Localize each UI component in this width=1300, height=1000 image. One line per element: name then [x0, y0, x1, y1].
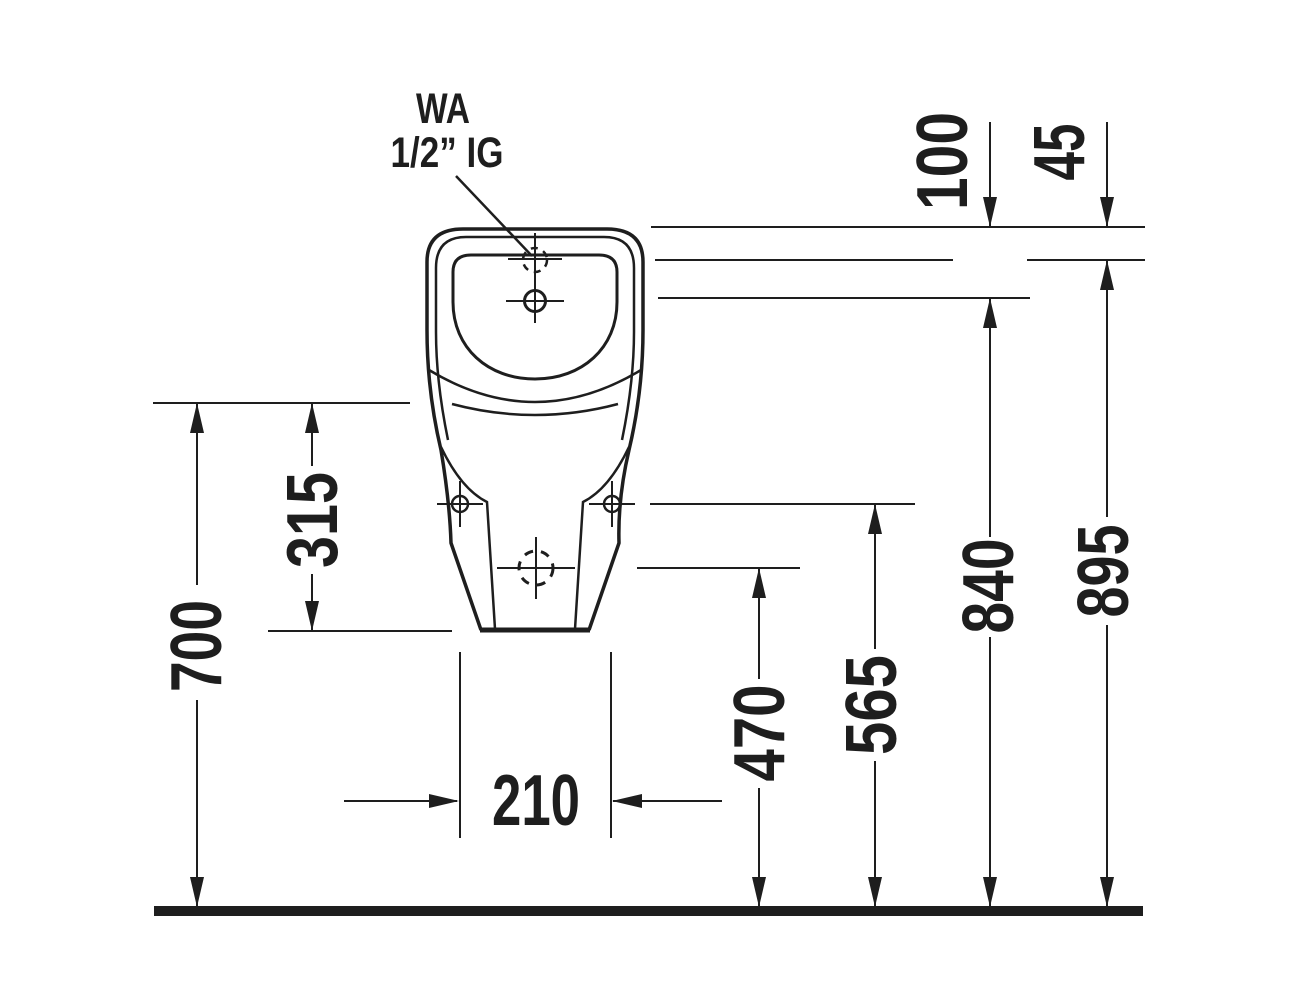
arrow-right	[429, 794, 459, 808]
bowl-front-edge-upper	[428, 368, 642, 404]
arrow-down	[305, 601, 319, 631]
lower-body-contour-left	[439, 446, 497, 630]
dim-label-895: 895	[1064, 525, 1144, 618]
urinal-outer-outline	[425, 227, 645, 631]
arrow-down	[1100, 197, 1114, 227]
connection-label-line1: WA	[416, 85, 470, 133]
labels: WA 1/2” IG 100 45 315 700 470 565 840 89…	[157, 85, 1144, 841]
water-connection-symbol	[508, 233, 562, 288]
wa-dashed-circle	[521, 246, 549, 274]
arrow-down	[1100, 877, 1114, 907]
lower-body-contour-right	[573, 446, 631, 630]
arrow-up	[752, 568, 766, 598]
urinal-body	[425, 227, 645, 633]
dim-label-700: 700	[157, 600, 237, 692]
bowl-front-edge-lower	[451, 402, 619, 417]
dim-label-100: 100	[903, 112, 983, 210]
arrow-left	[612, 794, 642, 808]
dim-label-840: 840	[949, 539, 1029, 634]
dim-line-100	[983, 122, 997, 227]
arrow-down	[868, 877, 882, 907]
dim-line-210	[344, 794, 722, 808]
dim-label-45: 45	[1020, 124, 1100, 181]
connection-label-line2: 1/2” IG	[391, 129, 504, 177]
outlet-dashed-circle	[517, 549, 555, 587]
arrow-up	[868, 504, 882, 534]
wa-leader-line	[455, 175, 533, 257]
dimension-lines	[190, 122, 1114, 907]
dim-line-470	[752, 568, 766, 907]
arrow-up	[1100, 260, 1114, 290]
arrow-down	[983, 877, 997, 907]
arrow-up	[983, 298, 997, 328]
reference-lines	[153, 226, 1145, 838]
upper-hole-circle	[523, 289, 547, 313]
dim-line-840	[983, 298, 997, 907]
dim-line-895	[1100, 260, 1114, 907]
dim-label-315: 315	[273, 472, 353, 568]
dim-label-565: 565	[832, 655, 912, 755]
arrow-down	[983, 197, 997, 227]
dim-label-210: 210	[492, 761, 580, 841]
upper-fixing-hole	[506, 279, 564, 323]
arrow-down	[752, 877, 766, 907]
dim-line-565	[868, 504, 882, 907]
dim-line-315	[305, 403, 319, 631]
arrow-up	[190, 403, 204, 433]
dim-line-700	[190, 403, 204, 907]
mounting-hole-right	[589, 481, 635, 527]
mounting-hole-left	[437, 481, 483, 527]
right-hole-circle	[602, 494, 622, 514]
basin-opening	[451, 253, 619, 381]
arrow-down	[190, 877, 204, 907]
dim-line-45	[1100, 122, 1114, 227]
left-hole-circle	[450, 494, 470, 514]
arrow-up	[305, 403, 319, 433]
dim-label-470: 470	[720, 685, 800, 782]
outlet-symbol	[497, 537, 575, 599]
